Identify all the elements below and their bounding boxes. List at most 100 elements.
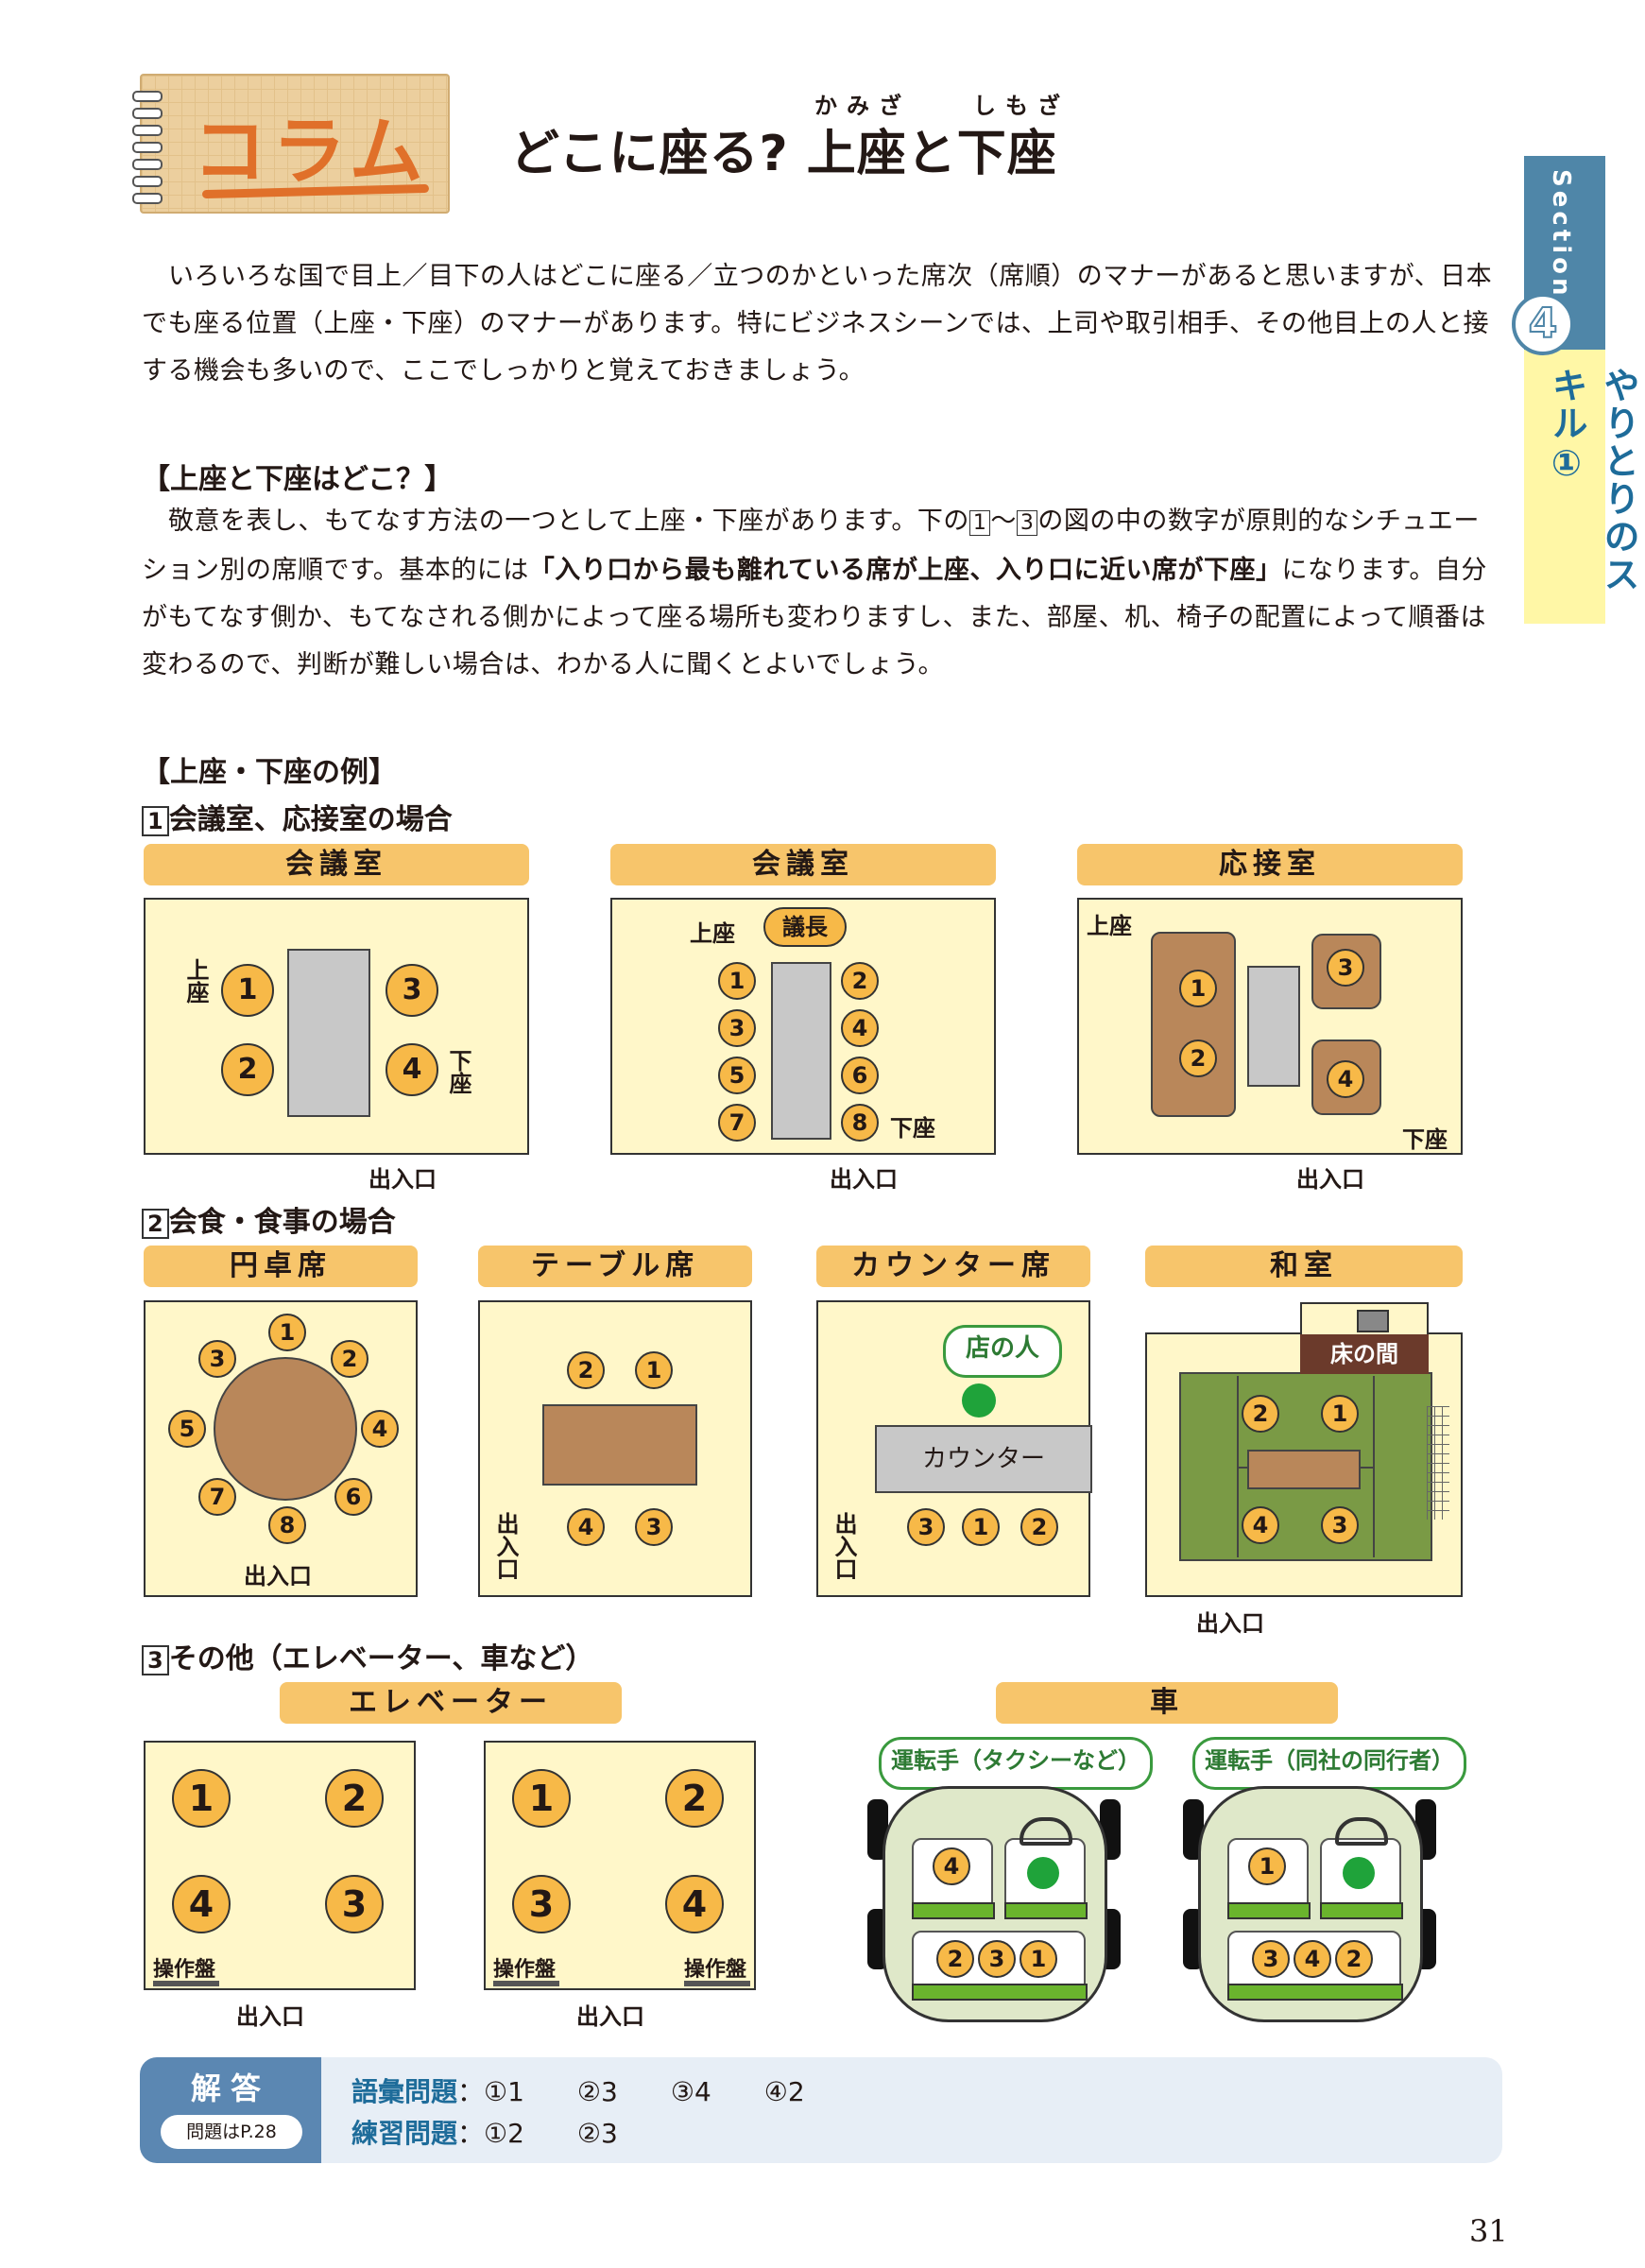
diagram-reception-room: 上座 1 2 3 4 下座 (1077, 898, 1463, 1155)
seat-4: 4 (665, 1875, 724, 1933)
seat-3: 3 (325, 1875, 384, 1933)
diagram-table-seat: 2 1 4 3 出入口 (478, 1300, 752, 1597)
label-car: 車 (996, 1682, 1338, 1724)
driver-taxi-bubble: 運転手（タクシーなど） (879, 1737, 1153, 1790)
entrance-label: 出入口 (1296, 1166, 1364, 1193)
section-number: 4 (1512, 293, 1574, 355)
seat-1: 1 (1179, 970, 1217, 1007)
seat-4: 4 (172, 1875, 231, 1933)
kamiza-label: 上座 (690, 920, 735, 947)
kamiza-label: 上座 (1087, 913, 1132, 939)
seat-2: 2 (1179, 1040, 1217, 1077)
entrance-label: 出入口 (244, 1563, 312, 1589)
section-topic-tab: やりとりのスキル① (1524, 350, 1639, 624)
seat-6: 6 (841, 1057, 879, 1094)
seat-1: 1 (718, 962, 756, 1000)
seat-4: 4 (361, 1410, 399, 1448)
low-table (1247, 1450, 1361, 1489)
armchair (1311, 934, 1381, 1009)
staff-dot (962, 1383, 996, 1418)
seat-3: 3 (386, 964, 438, 1017)
seat-1: 1 (512, 1769, 571, 1828)
seat-3: 3 (198, 1340, 236, 1378)
seat-3: 3 (1252, 1940, 1290, 1978)
box-number-3: 3 (1016, 510, 1038, 536)
kamiza-label: 上座 (182, 958, 209, 1004)
seat-1: 1 (1321, 1395, 1359, 1433)
seat-cushion (912, 1984, 1088, 2001)
answer-practice: 練習問題：①2 ②3 (351, 2118, 618, 2149)
column-badge: コラム (132, 74, 450, 214)
binder-ring (132, 125, 163, 136)
seat-cushion (1004, 1902, 1088, 1919)
seat-2: 2 (221, 1043, 274, 1096)
diagram-round-table: 1 2 3 4 5 6 7 8 出入口 (144, 1300, 418, 1597)
counter-bar: カウンター (875, 1425, 1092, 1493)
seat-4: 4 (1294, 1940, 1331, 1978)
section-heading: 【上座と下座はどこ？】 (142, 463, 454, 496)
seat-3: 3 (978, 1940, 1016, 1978)
seat-4: 4 (1242, 1506, 1279, 1544)
seat-3: 3 (718, 1009, 756, 1047)
sofa (1151, 932, 1236, 1117)
intro-paragraph: いろいろな国で目上／目下の人はどこに座る／立つのかといった席次（席順）のマナーが… (142, 262, 1493, 386)
driver-company-bubble: 運転手（同社の同行者） (1192, 1737, 1466, 1790)
driver-dot (1343, 1857, 1375, 1889)
seat-2: 2 (665, 1769, 724, 1828)
staff-bubble: 店の人 (943, 1325, 1062, 1378)
seat-1: 1 (268, 1314, 306, 1351)
entrance-label: 出入口 (492, 1512, 519, 1580)
seat-5: 5 (168, 1410, 206, 1448)
round-table (214, 1357, 357, 1501)
section-topic: やりとりのスキル① (1546, 367, 1639, 593)
control-panel-label: 操作盤 (684, 1958, 747, 1982)
diagram-meeting-room-2: 上座 議長 1 2 3 4 5 6 7 8 下座 (610, 898, 996, 1155)
seat-2: 2 (936, 1940, 974, 1978)
shimoza-label: 下座 (1402, 1126, 1448, 1153)
title-term-kamiza: 上座 (806, 126, 907, 182)
entrance-label: 出入口 (831, 1512, 857, 1580)
seat-2: 2 (1242, 1395, 1279, 1433)
section-label: Section (1547, 169, 1575, 300)
binder-ring (132, 193, 163, 204)
seat-8: 8 (268, 1506, 306, 1544)
ruby-kamiza: かみざ (814, 93, 911, 119)
label-meeting-room-2: 会議室 (610, 844, 996, 885)
seat-cushion (1320, 1902, 1403, 1919)
entrance-label: 出入口 (236, 2003, 304, 2030)
seat-2: 2 (1335, 1940, 1373, 1978)
seat-4: 4 (386, 1043, 438, 1096)
label-reception-room: 応接室 (1077, 844, 1463, 885)
seat-cushion (1227, 1902, 1311, 1919)
seat-1: 1 (962, 1508, 1000, 1546)
seat-7: 7 (718, 1104, 756, 1142)
seat-1: 1 (635, 1351, 673, 1389)
seat-4: 4 (1327, 1060, 1364, 1098)
seat-3: 3 (1321, 1506, 1359, 1544)
diagram-washitsu: 2 1 4 3 (1145, 1332, 1463, 1597)
seat-1: 1 (1248, 1847, 1286, 1885)
answer-title: 解答 (190, 2070, 270, 2106)
answer-vocab: 語彙問題：①1 ②3 ③4 ④2 (351, 2076, 805, 2107)
seat-1: 1 (221, 964, 274, 1017)
shoji-window (1427, 1406, 1449, 1520)
binder-ring (132, 142, 163, 153)
seat-4: 4 (933, 1847, 970, 1885)
meeting-table (287, 949, 370, 1117)
box-number-1: 1 (968, 510, 991, 536)
seat-3: 3 (635, 1508, 673, 1546)
label-round-table: 円卓席 (144, 1246, 418, 1287)
label-elevator: エレベーター (280, 1682, 622, 1724)
seat-3: 3 (1327, 949, 1364, 987)
tokonoma-label: 床の間 (1300, 1334, 1429, 1374)
examples-heading: 【上座・下座の例】 (142, 756, 397, 789)
control-panel (684, 1981, 750, 1986)
steering-wheel-icon (1335, 1817, 1388, 1846)
seat-2: 2 (331, 1340, 368, 1378)
entrance-label: 出入口 (1196, 1610, 1264, 1637)
seat-6: 6 (334, 1478, 372, 1516)
